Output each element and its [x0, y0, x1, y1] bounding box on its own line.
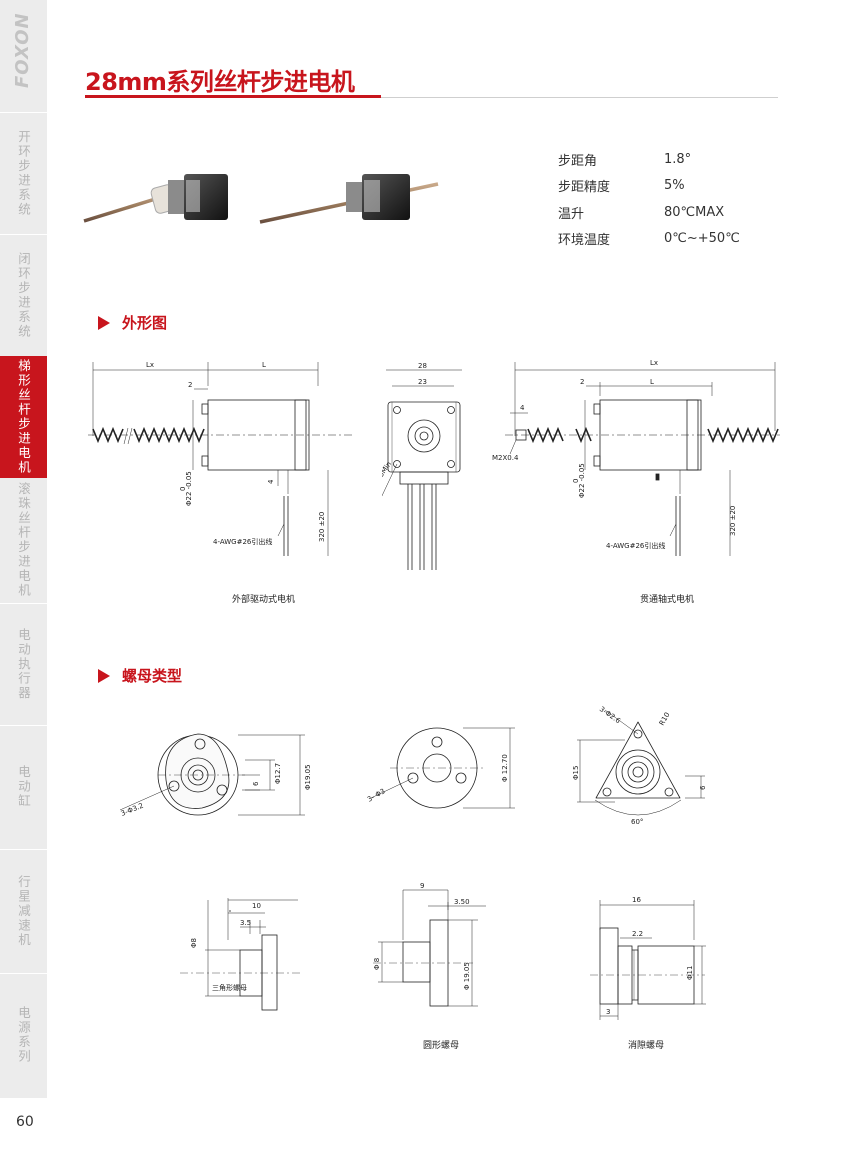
dim-23: 23	[418, 378, 427, 386]
spec-key: 温升	[558, 206, 585, 222]
brand-logo-text: FOXON	[12, 12, 33, 88]
drawing-external-motor: Lx L 2 Φ22 -0.05 0 4 320 ±20 4-AWG#26引出线	[88, 361, 353, 556]
drawing-nut-round-side: 9 3.50 Φ 8 Φ 19.05	[373, 882, 486, 1007]
drawing-caption: 消隙螺母	[628, 1041, 665, 1051]
dim-flange: 3.50	[454, 898, 470, 906]
dim-lx: Lx	[650, 359, 658, 367]
dim-lead: 320 ±20	[729, 506, 737, 536]
dim-holes: 4-M2.5深3Min	[382, 460, 393, 505]
sidebar-item-cylinder[interactable]: 电动缸	[0, 726, 47, 848]
dim-dia: Φ22 -0.05	[578, 463, 586, 498]
drawing-nut-anti-side: 16 2.2 Φ11 3	[590, 896, 706, 1020]
dim-d2: Φ19.05	[304, 764, 312, 790]
dim-len: 10	[252, 902, 261, 910]
dim-holes: 3-Φ3.2	[120, 802, 145, 818]
dim-l: L	[650, 378, 654, 386]
dim-d11: Φ11	[686, 966, 694, 980]
dim-3: 3	[606, 1008, 610, 1016]
spec-row: 步距精度 5%	[558, 173, 740, 200]
dim-6: 6	[252, 781, 260, 786]
dim-step: 2.2	[632, 930, 643, 938]
sidebar-item-power[interactable]: 电源系列	[0, 974, 47, 1096]
sidebar-item-label: 电源系列	[16, 1006, 31, 1064]
sidebar-item-ball-screw[interactable]: 滚珠丝杆步进电机	[0, 478, 47, 602]
spec-value: 5%	[664, 178, 685, 194]
drawing-caption: 外部驱动式电机	[232, 595, 296, 605]
dim-flange: 3.5	[240, 919, 251, 927]
dim-lead: 320 ±20	[318, 512, 326, 542]
sidebar-item-label: 行星减速机	[16, 874, 31, 948]
spec-row: 步距角 1.8°	[558, 146, 740, 173]
drawing-front-view: 28 23 4-M2.5深3Min	[382, 362, 462, 570]
sidebar-item-label: 滚珠丝杆步进电机	[16, 482, 31, 598]
sidebar-item-actuator[interactable]: 电动执行器	[0, 604, 47, 724]
drawing-nut-anti-front: 3-Φ2.6 R10 Φ15 6 60°	[572, 705, 707, 826]
dim-2: 2	[188, 381, 192, 389]
page-number: 60	[16, 1114, 34, 1130]
spec-value: 0℃~+50℃	[664, 231, 740, 247]
sidebar-item-label: 开环步进系统	[16, 129, 31, 217]
dim-d2: Φ 19.05	[463, 962, 471, 990]
drawing-nut-triangle-front: Φ12.7 Φ19.05 6 3-Φ3.2	[120, 733, 312, 818]
sidebar-item-label: 闭环步进系统	[16, 251, 31, 339]
sidebar-item-label: 梯形丝杆步进电机	[16, 359, 31, 475]
spec-table: 步距角 1.8° 步距精度 5% 温升 80℃MAX 环境温度 0℃~+50℃	[558, 146, 740, 252]
sidebar-item-trapezoidal-screw[interactable]: 梯形丝杆步进电机	[0, 356, 47, 478]
dim-r10: R10	[658, 711, 672, 727]
dim-d15: Φ15	[572, 766, 580, 780]
dim-l: L	[262, 361, 266, 369]
spec-row: 温升 80℃MAX	[558, 199, 740, 226]
dim-6: 6	[699, 785, 707, 790]
spec-key: 步距角	[558, 153, 598, 169]
drawing-through-shaft-motor: Lx 2 L 4 M2X0.4 Φ22 -0.05 0 320 ±20 4-AW…	[492, 359, 780, 556]
drawing-caption: 三角形螺母	[212, 983, 247, 992]
spec-value: 1.8°	[664, 151, 692, 167]
dim-holes: 3- Φ3	[366, 787, 387, 804]
dim-holes: 3-Φ2.6	[598, 705, 622, 725]
dim-d1: Φ12.7	[274, 763, 282, 784]
title-underline	[85, 95, 381, 98]
dim-4: 4	[520, 404, 525, 412]
wire-label: 4-AWG#26引出线	[213, 537, 272, 546]
motor-photo-through-shaft	[259, 174, 439, 224]
product-photos	[83, 174, 439, 224]
sidebar-item-label: 电动执行器	[16, 627, 31, 701]
sidebar-item-open-loop[interactable]: 开环步进系统	[0, 113, 47, 233]
spec-key: 环境温度	[558, 233, 611, 249]
drawing-caption: 贯通轴式电机	[640, 595, 695, 605]
dim-d1: Φ 12.70	[501, 754, 509, 782]
brand-logo: FOXON	[12, 12, 36, 90]
motor-photo-external	[83, 174, 228, 223]
drawing-nut-triangle-side: 10 3.5 Φ8 三角形螺母	[180, 898, 300, 1011]
section-heading-outline: 外形图	[98, 312, 167, 333]
dim-dia: Φ22 -0.05	[185, 471, 193, 506]
dim-2: 2	[580, 378, 584, 386]
dim-dia: Φ8	[190, 938, 198, 948]
spec-key: 步距精度	[558, 180, 611, 196]
dim-4: 4	[267, 479, 275, 484]
dim-dia-tolerance: 0	[572, 479, 580, 483]
drawing-caption: 圆形螺母	[423, 1041, 460, 1051]
dim-dia-tolerance: 0	[179, 487, 187, 491]
sidebar-item-planetary[interactable]: 行星减速机	[0, 850, 47, 972]
spec-row: 环境温度 0℃~+50℃	[558, 226, 740, 253]
title-divider	[381, 97, 778, 98]
sidebar: FOXON 开环步进系统 闭环步进系统 梯形丝杆步进电机 滚珠丝杆步进电机 电动…	[0, 0, 47, 1098]
page-title: 28mm系列丝杆步进电机	[85, 68, 355, 96]
dim-angle: 60°	[631, 818, 643, 826]
section-heading-nut-types: 螺母类型	[98, 665, 182, 686]
triangle-bullet-icon	[98, 668, 110, 683]
drawing-nut-round-front: Φ 12.70 3- Φ3	[366, 727, 515, 809]
dim-len: 16	[632, 896, 641, 904]
wire-label: 4-AWG#26引出线	[606, 541, 665, 550]
dim-28: 28	[418, 362, 427, 370]
spec-value: 80℃MAX	[664, 204, 725, 220]
dim-len: 9	[420, 882, 424, 890]
dim-lx: Lx	[146, 361, 154, 369]
sidebar-item-closed-loop[interactable]: 闭环步进系统	[0, 235, 47, 355]
triangle-bullet-icon	[98, 315, 110, 330]
sidebar-item-label: 电动缸	[16, 765, 31, 809]
dim-dia: Φ 8	[373, 958, 381, 970]
thread-label: M2X0.4	[492, 454, 519, 462]
